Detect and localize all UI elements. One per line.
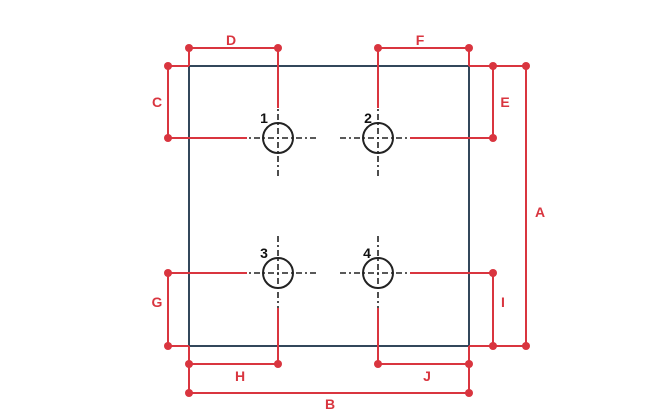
hole-label-4: 4 xyxy=(363,245,371,261)
dimension-label-h: H xyxy=(235,368,245,384)
hole-1 xyxy=(262,122,294,154)
dimension-endpoints xyxy=(164,44,530,397)
hole-2 xyxy=(362,122,394,154)
dimension-label-i: I xyxy=(501,294,505,310)
plate-outline xyxy=(188,65,470,347)
hole-label-3: 3 xyxy=(260,245,268,261)
dimension-label-e: E xyxy=(500,94,509,110)
dimension-label-b: B xyxy=(325,396,335,412)
dimension-lines xyxy=(167,47,527,394)
dimension-label-c: C xyxy=(152,94,162,110)
hole-label-1: 1 xyxy=(260,110,268,126)
hole-label-2: 2 xyxy=(364,110,372,126)
dimension-label-a: A xyxy=(535,204,545,220)
hole-4 xyxy=(362,257,394,289)
hole-3 xyxy=(262,257,294,289)
dimension-label-d: D xyxy=(226,32,236,48)
centerlines xyxy=(240,100,416,312)
dimension-label-g: G xyxy=(152,294,163,310)
extension-lines xyxy=(168,48,526,393)
dimension-label-f: F xyxy=(416,32,425,48)
dimension-label-j: J xyxy=(423,368,431,384)
